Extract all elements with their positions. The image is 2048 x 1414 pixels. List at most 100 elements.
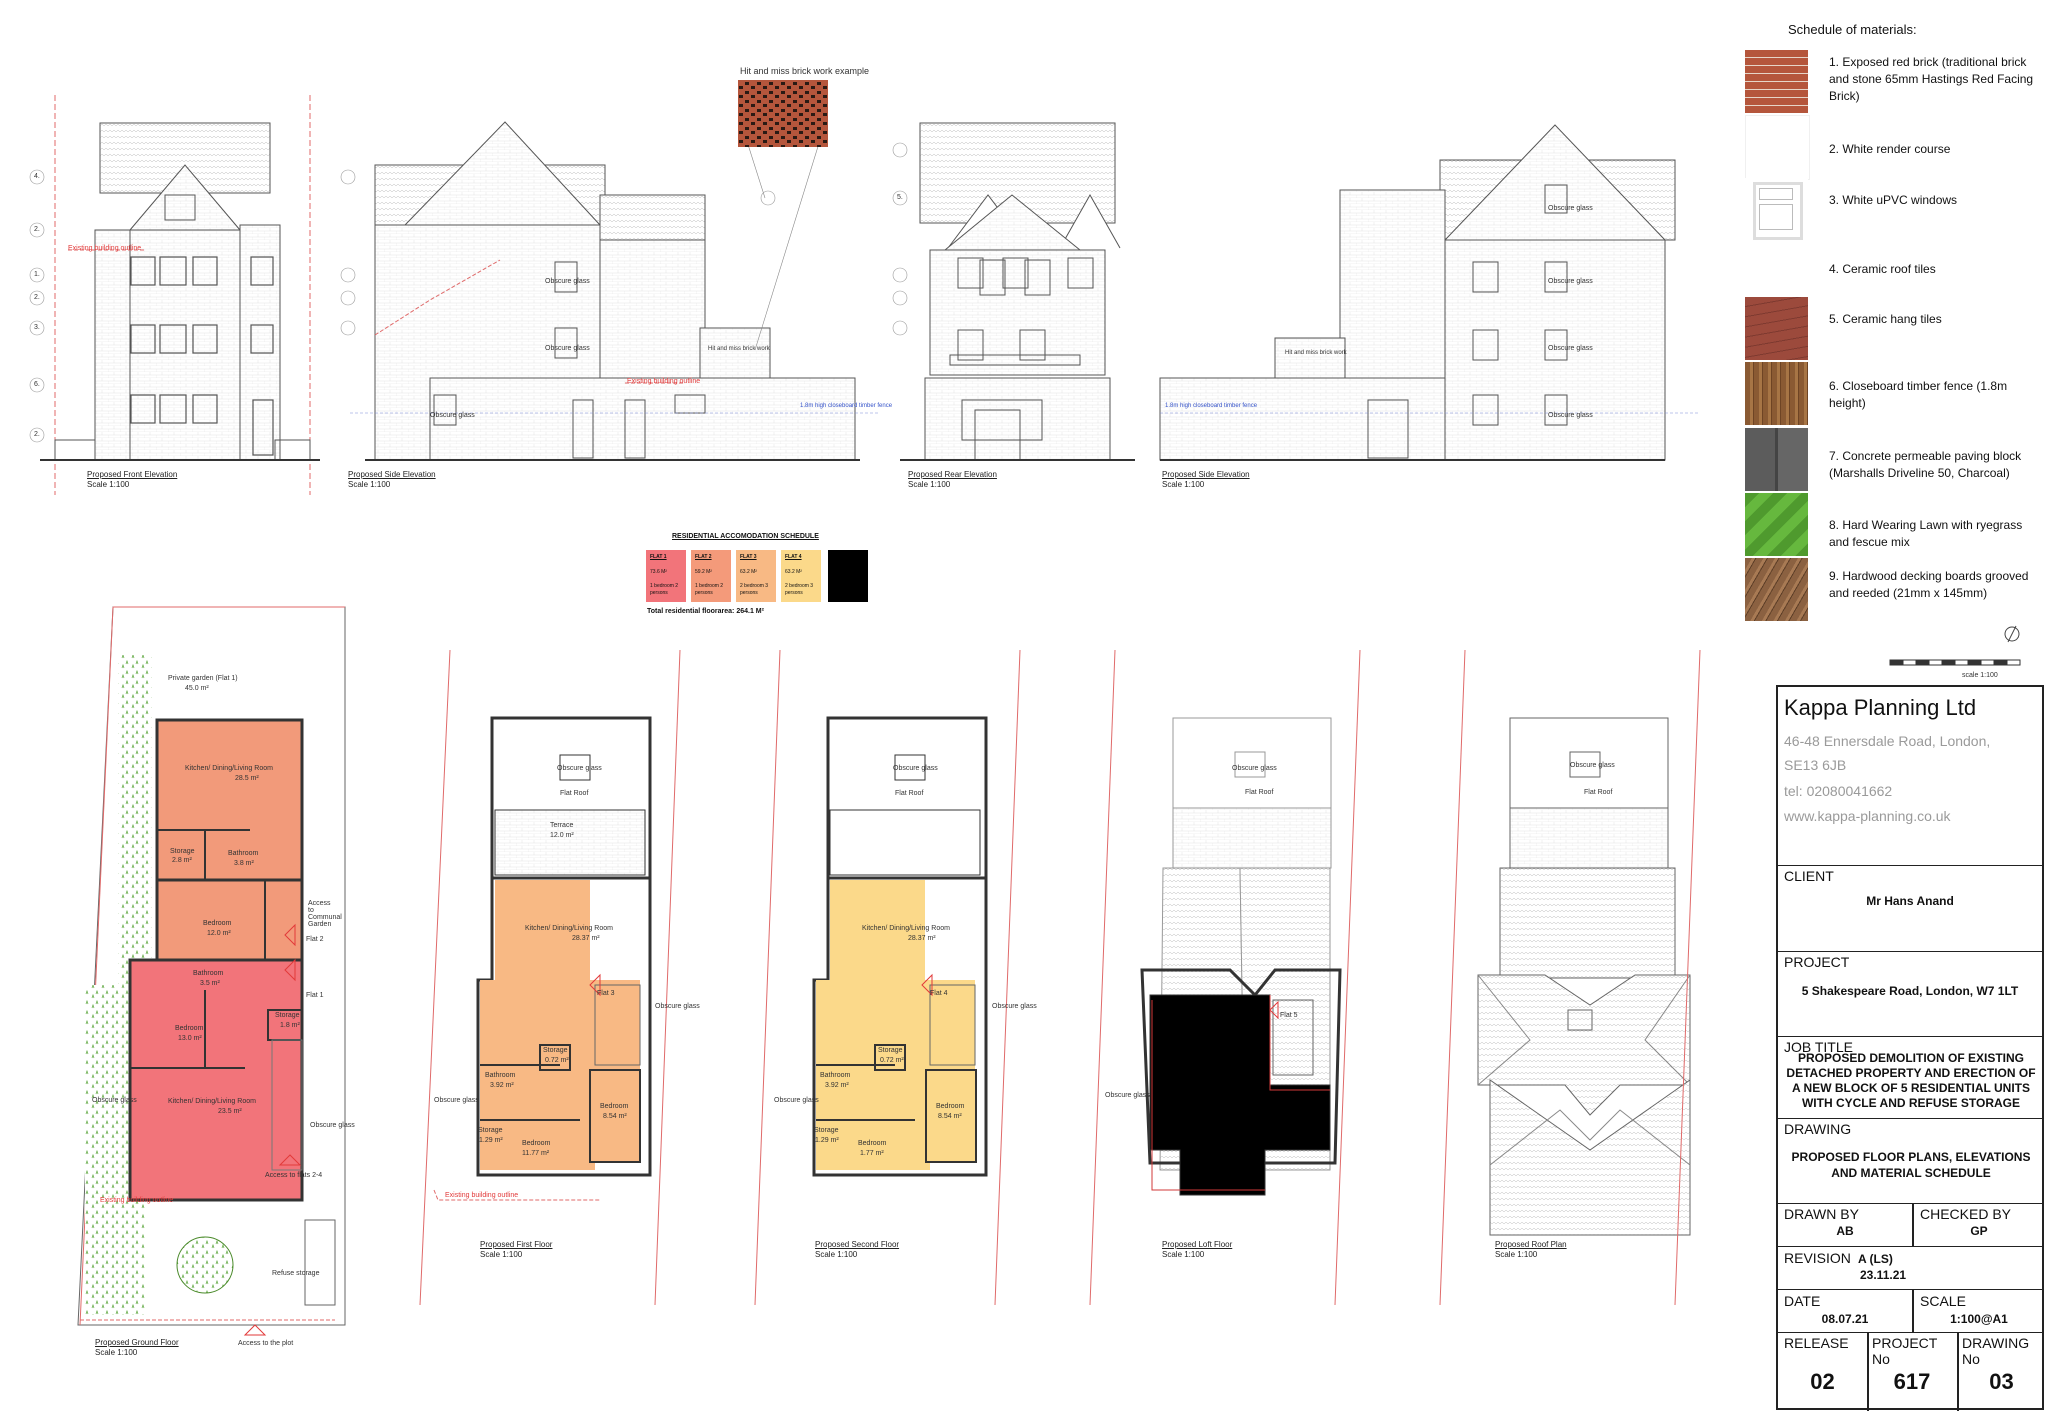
bedroom-label: Bedroom bbox=[936, 1103, 965, 1110]
side-elevation-left bbox=[340, 121, 880, 461]
scale-bar-label: scale 1:100 bbox=[1962, 672, 1998, 679]
company-address: 46-48 Ennersdale Road, London, bbox=[1784, 733, 1991, 749]
release-number: 02 bbox=[1810, 1369, 1835, 1394]
access-flats-label: Access to flats 2-4 bbox=[265, 1172, 323, 1179]
flat-roof-label: Flat Roof bbox=[1584, 789, 1613, 796]
bedroom-label: Bedroom bbox=[600, 1103, 629, 1110]
obscure-glass-label: Obscure glass bbox=[92, 1097, 137, 1104]
bedroom-area: 13.0 m² bbox=[178, 1035, 202, 1042]
kitchen-label: Kitchen/ Dining/Living Room bbox=[168, 1098, 256, 1105]
rear-elevation bbox=[892, 122, 1135, 461]
obscure-glass-label: Obscure glass bbox=[545, 278, 590, 285]
storage-label: Storage bbox=[814, 1127, 839, 1134]
site-boundaries bbox=[419, 649, 1701, 1306]
material-item: 8. Hard Wearing Lawn with ryegrass and f… bbox=[1745, 493, 2045, 557]
project-section: PROJECT 5 Shakespeare Road, London, W7 1… bbox=[1778, 951, 2042, 1036]
kitchen-area: 28.37 m² bbox=[572, 935, 600, 942]
storage-label: Storage bbox=[878, 1047, 903, 1054]
accommodation-total: Total residential floorarea: 264.1 M² bbox=[647, 608, 764, 615]
terrace-label: Terrace bbox=[550, 822, 574, 829]
storage-area: 2.8 m² bbox=[172, 857, 192, 864]
paving-block-swatch bbox=[1745, 428, 1808, 491]
flat-3-marker: Flat 3 bbox=[597, 990, 615, 997]
scale-bar bbox=[1889, 659, 2021, 666]
project-address: 5 Shakespeare Road, London, W7 1LT bbox=[1801, 984, 2019, 998]
company-postcode: SE13 6JB bbox=[1784, 757, 1847, 773]
ground-floor-plan bbox=[77, 606, 346, 1336]
storage-area: 1.8 m² bbox=[280, 1022, 300, 1029]
level-marker: 1. bbox=[34, 271, 40, 278]
client-section: CLIENT Mr Hans Anand bbox=[1778, 865, 2042, 951]
materials-title: Schedule of materials: bbox=[1788, 22, 1917, 37]
obscure-glass-label: Obscure glass bbox=[557, 765, 602, 772]
accommodation-title: RESIDENTIAL ACCOMODATION SCHEDULE bbox=[672, 533, 819, 540]
revision-section: REVISION A (LS) 23.11.21 bbox=[1778, 1246, 2042, 1289]
first-existing-outline: Existing building outline bbox=[445, 1192, 519, 1199]
obscure-glass-label: Obscure glass bbox=[1548, 412, 1593, 419]
material-item: 5. Ceramic hang tiles bbox=[1745, 297, 2045, 361]
drawn-checked-section: DRAWN BY AB CHECKED BY GP bbox=[1778, 1203, 2042, 1247]
bedroom-area: 1.77 m² bbox=[860, 1150, 884, 1157]
storage-label: Storage bbox=[543, 1047, 568, 1054]
storage-area: 1.29 m² bbox=[479, 1137, 503, 1144]
side-existing-outline: Existing building outline bbox=[627, 378, 701, 385]
material-item: 2. White render course bbox=[1745, 115, 2045, 180]
bedroom-label: Bedroom bbox=[203, 920, 232, 927]
kitchen-label: Kitchen/ Dining/Living Room bbox=[185, 765, 273, 772]
storage-area: 0.72 m² bbox=[545, 1057, 569, 1064]
obscure-glass-label: Obscure glass bbox=[1105, 1092, 1150, 1099]
flat-4-marker: Flat 4 bbox=[930, 990, 948, 997]
garden-label: Private garden (Flat 1) bbox=[168, 675, 238, 682]
second-floor-plan bbox=[812, 716, 988, 1177]
bathroom-label: Bathroom bbox=[820, 1072, 851, 1079]
company-name: Kappa Planning Ltd bbox=[1784, 695, 1977, 720]
access-communal-label: Access to Communal Garden bbox=[308, 900, 342, 928]
timber-fence-swatch bbox=[1745, 362, 1808, 425]
checked-by: GP bbox=[1970, 1224, 1988, 1238]
obscure-glass-label: Obscure glass bbox=[893, 765, 938, 772]
obscure-glass-label: Obscure glass bbox=[434, 1097, 479, 1104]
flat-roof-label: Flat Roof bbox=[560, 790, 589, 797]
hang-tile-swatch bbox=[1745, 297, 1808, 360]
revision-code: A (LS) bbox=[1858, 1252, 1893, 1266]
level-marker: 2. bbox=[34, 226, 40, 233]
upvc-window-swatch bbox=[1745, 178, 1808, 241]
level-marker: 6. bbox=[34, 381, 40, 388]
drawing-section: DRAWING PROPOSED FLOOR PLANS, ELEVATIONS… bbox=[1778, 1118, 2042, 1203]
storage-label: Storage bbox=[170, 848, 195, 855]
drawing-title: PROPOSED FLOOR PLANS, ELEVATIONS AND MAT… bbox=[1791, 1150, 2031, 1180]
date-value: 08.07.21 bbox=[1821, 1312, 1869, 1326]
company-website[interactable]: www.kappa-planning.co.uk bbox=[1784, 808, 1951, 824]
storage-label: Storage bbox=[275, 1012, 300, 1019]
level-marker: 4. bbox=[34, 173, 40, 180]
obscure-glass-label: Obscure glass bbox=[1570, 762, 1615, 769]
garden-area: 45.0 m² bbox=[185, 685, 209, 692]
obscure-glass-label: Obscure glass bbox=[545, 345, 590, 352]
bathroom-label: Bathroom bbox=[228, 850, 259, 857]
obscure-glass-label: Obscure glass bbox=[1232, 765, 1277, 772]
bedroom-area: 8.54 m² bbox=[603, 1113, 627, 1120]
revision-date: 23.11.21 bbox=[1860, 1268, 1907, 1282]
company-tel: tel: 02080041662 bbox=[1784, 783, 1893, 799]
material-item: 9. Hardwood decking boards grooved and r… bbox=[1745, 558, 2045, 622]
level-marker: 2. bbox=[34, 294, 40, 301]
obscure-glass-label: Obscure glass bbox=[1548, 278, 1593, 285]
material-item: 1. Exposed red brick (traditional brick … bbox=[1745, 50, 2045, 114]
flat-5-card bbox=[828, 550, 868, 602]
roof-plan bbox=[1477, 717, 1691, 1236]
storage-label: Storage bbox=[478, 1127, 503, 1134]
flat-roof-label: Flat Roof bbox=[895, 790, 924, 797]
hit-miss-label-right: Hit and miss brick work bbox=[1285, 350, 1347, 356]
obscure-glass-label: Obscure glass bbox=[430, 412, 475, 419]
storage-area: 1.29 m² bbox=[815, 1137, 839, 1144]
flat-5-marker: Flat 5 bbox=[1280, 1012, 1298, 1019]
date-scale-section: DATE 08.07.21 SCALE 1:100@A1 bbox=[1778, 1289, 2042, 1333]
red-brick-swatch bbox=[1745, 50, 1808, 113]
